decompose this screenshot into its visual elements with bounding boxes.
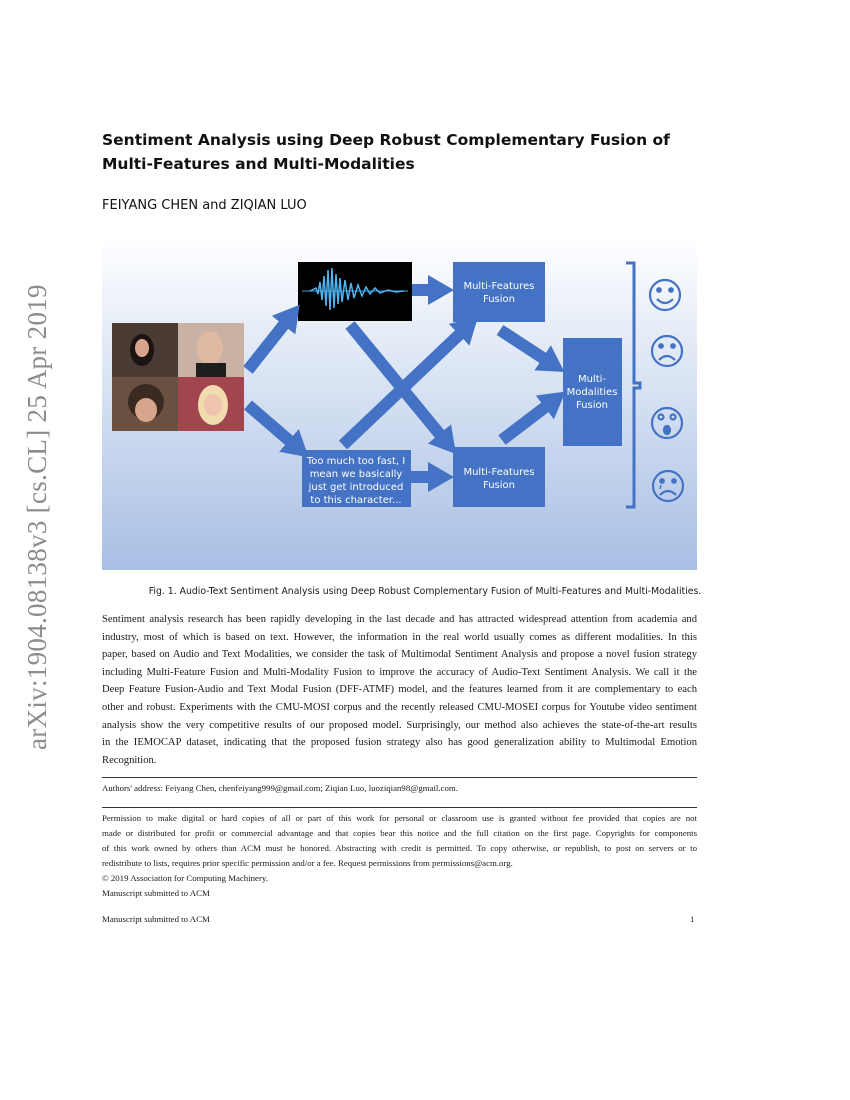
mff-top-label: Fusion [483, 294, 515, 305]
author-list: FEIYANG CHEN and ZIQIAN LUO [102, 198, 307, 213]
abstract-line: paper, based on Audio and Text Modalitie… [102, 649, 697, 661]
mff-bottom-label: Multi-Features [463, 467, 534, 478]
footer-text: Manuscript submitted to ACM [102, 914, 210, 924]
figure-1: Too much too fast, I mean we basically j… [102, 235, 697, 570]
video-frames-image [112, 323, 244, 431]
bracket-icon [626, 261, 642, 509]
arrow-audio-to-mff-bottom [345, 321, 456, 454]
happy-face-icon [648, 278, 682, 312]
arrow-video-to-text [244, 400, 309, 458]
paper-title: Sentiment Analysis using Deep Robust Com… [102, 128, 670, 176]
arrow-video-to-audio [243, 304, 300, 374]
figure-caption: Fig. 1. Audio-Text Sentiment Analysis us… [148, 586, 702, 597]
arxiv-identifier: arXiv:1904.08138v3 [cs.CL] 25 Apr 2019 [22, 284, 52, 750]
sad-face-icon [650, 334, 684, 368]
mff-bottom-box [453, 447, 545, 507]
page-number: 1 [690, 914, 695, 924]
abstract: Sentiment analysis research has been rap… [102, 611, 697, 769]
text-box-line: to this character... [310, 495, 401, 506]
mmf-label: Modalities [567, 387, 618, 398]
permission-line: made or distributed for profit or commer… [102, 828, 697, 838]
text-box-line: Too much too fast, I [306, 456, 405, 467]
arrow-mff-bottom-to-mmf [498, 391, 566, 445]
permission-notice: Permission to make digital or hard copie… [102, 811, 697, 901]
text-box-line: just get introduced [308, 482, 404, 493]
arrow-text-to-mff-top [338, 316, 478, 450]
surprised-face-icon [650, 406, 684, 440]
mmf-label: Fusion [576, 400, 608, 411]
mmf-box [563, 338, 622, 446]
title-line: Multi-Features and Multi-Modalities [102, 155, 415, 173]
abstract-line: in the IEMOCAP dataset, indicating that … [102, 737, 697, 749]
mff-top-box [453, 262, 545, 322]
abstract-line: Recognition. [102, 754, 157, 766]
text-box [302, 450, 411, 507]
title-line: Sentiment Analysis using Deep Robust Com… [102, 131, 670, 149]
permission-line: Permission to make digital or hard copie… [102, 813, 697, 823]
authors-address: Authors' address: Feiyang Chen, chenfeiy… [102, 783, 458, 793]
manuscript-line: Manuscript submitted to ACM [102, 888, 210, 898]
abstract-line: industry, most of which is based on text… [102, 631, 697, 643]
permission-line: of this work owned by others than ACM mu… [102, 843, 697, 853]
mmf-label: Multi- [578, 374, 606, 385]
abstract-line: Deep Feature Fusion-Audio and Text Modal… [102, 684, 697, 696]
mff-bottom-label: Fusion [483, 480, 515, 491]
permission-line: redistribute to lists, requires prior sp… [102, 858, 513, 868]
copyright-line: © 2019 Association for Computing Machine… [102, 873, 268, 883]
audio-waveform-image [298, 262, 412, 321]
divider [102, 807, 697, 808]
abstract-line: analysis show the very competitive resul… [102, 719, 697, 731]
divider [102, 777, 697, 778]
abstract-line: including Multi-Feature Fusion and Multi… [102, 666, 697, 678]
crying-face-icon [651, 469, 685, 503]
text-box-line: mean we basically [310, 469, 403, 480]
abstract-line: Sentiment analysis research has been rap… [102, 614, 697, 625]
arrows [243, 275, 566, 492]
abstract-line: other and robust. Experiments with the C… [102, 701, 697, 713]
mff-top-label: Multi-Features [463, 281, 534, 292]
arrow-mff-top-to-mmf [496, 324, 565, 373]
